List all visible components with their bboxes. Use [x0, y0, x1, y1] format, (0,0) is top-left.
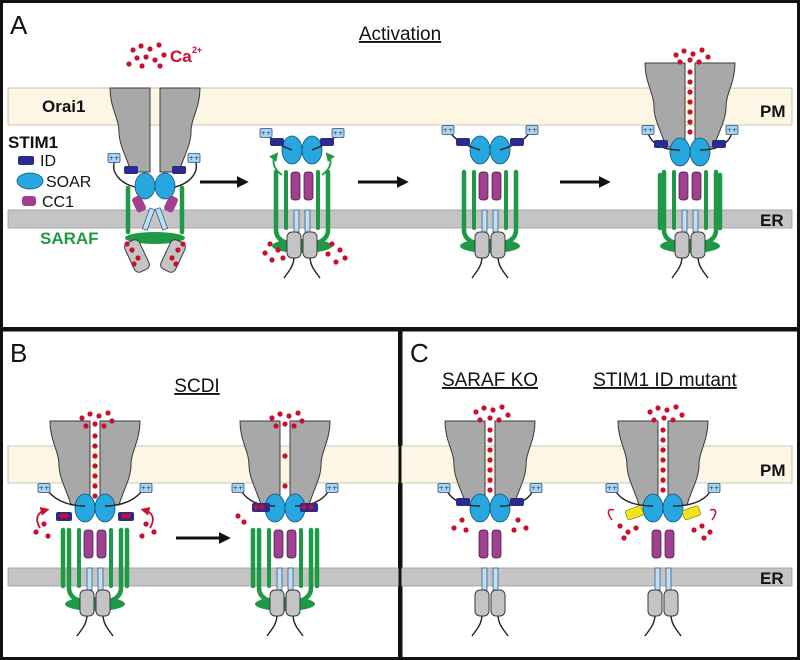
- b-state-open: [33, 410, 157, 637]
- svg-text:2+: 2+: [192, 45, 202, 55]
- calcium-label: Ca 2+: [170, 45, 202, 66]
- er-band-a: [7, 209, 793, 229]
- ca-cluster-a1: [126, 42, 167, 69]
- a-state-resting: [107, 42, 201, 273]
- legend-cc1-label: CC1: [42, 194, 74, 211]
- legend-soar-swatch: [16, 172, 44, 190]
- legend-title: STIM1: [8, 133, 58, 152]
- orai1-label: Orai1: [42, 97, 85, 116]
- mutant-id-right: [682, 505, 701, 521]
- a-state-oligomer: [441, 125, 539, 279]
- a-state-coupled: [641, 47, 739, 279]
- pm-label-a: PM: [760, 102, 786, 121]
- er-label-a: ER: [760, 211, 784, 230]
- saraf-label: SARAF: [40, 229, 99, 248]
- svg-text:Ca: Ca: [170, 47, 192, 66]
- c-state-id-mutant: [605, 404, 721, 637]
- mutant-id-left: [625, 505, 644, 521]
- panel-c-label: C: [410, 338, 429, 368]
- legend-soar-label: SOAR: [46, 174, 91, 191]
- er-label-c: ER: [760, 569, 784, 588]
- panel-b-label: B: [10, 338, 27, 368]
- panel-c-title-right: STIM1 ID mutant: [593, 370, 737, 391]
- a-state-extended: [259, 128, 348, 279]
- panel-b-title: SCDI: [174, 376, 219, 397]
- panel-a-label: A: [10, 10, 28, 40]
- b-state-inactivated: [231, 410, 339, 637]
- stim1-legend: STIM1 ID SOAR CC1: [8, 133, 91, 211]
- legend-id-label: ID: [40, 153, 56, 170]
- pm-label-c: PM: [760, 461, 786, 480]
- c-state-saraf-ko: [437, 404, 543, 637]
- panel-a-title: Activation: [359, 24, 441, 45]
- panel-c-title-left: SARAF KO: [442, 370, 538, 391]
- legend-cc1-swatch: [22, 196, 36, 206]
- legend-id-swatch: [18, 156, 34, 165]
